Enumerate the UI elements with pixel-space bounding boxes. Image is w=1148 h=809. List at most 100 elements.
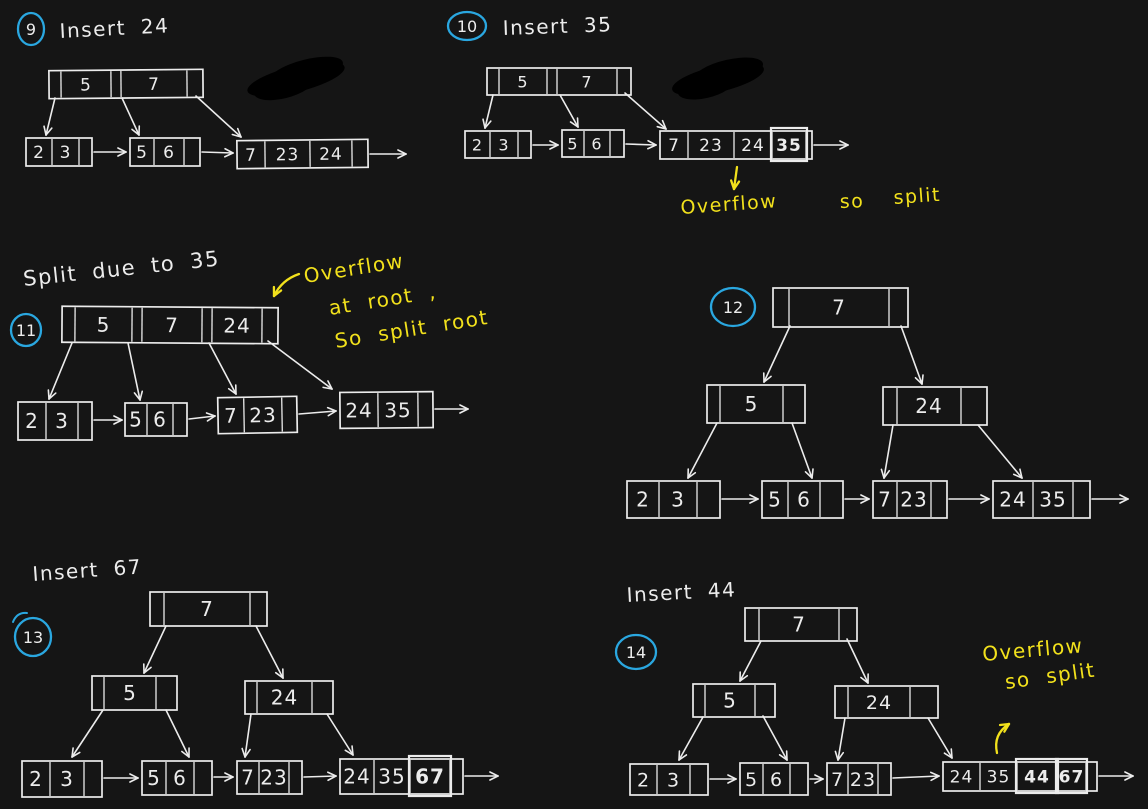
- arrow-shaft: [838, 718, 845, 760]
- step-number: 11: [16, 321, 36, 340]
- node-key: 3: [667, 769, 680, 791]
- arrow-head: [352, 746, 353, 755]
- arrow-shaft: [144, 626, 166, 673]
- pointer-arrow: [268, 341, 332, 389]
- step-panel-12: 12: [711, 288, 755, 326]
- annotation-text: so: [839, 190, 864, 213]
- node-key: 24: [319, 145, 343, 165]
- node-key: 24: [343, 765, 370, 789]
- annotation-text: Overflow: [680, 190, 778, 219]
- arrow-shaft: [202, 152, 233, 153]
- pointer-arrow: [560, 95, 578, 127]
- pointer-arrow: [94, 416, 122, 424]
- node-key: 7: [878, 488, 892, 512]
- arrow-shaft: [792, 423, 812, 478]
- node-key: 5: [97, 313, 111, 337]
- arrow-shaft: [128, 343, 140, 400]
- tree-node: 24: [245, 681, 333, 714]
- arrow-shaft: [740, 641, 761, 681]
- node-key: 7: [148, 75, 160, 95]
- pointer-arrow: [881, 425, 893, 478]
- step-number-badge: 11: [11, 314, 41, 346]
- step-title: Insert 44: [626, 577, 737, 607]
- pointer-arrow: [688, 423, 717, 478]
- node-key: 6: [770, 769, 783, 791]
- node-key: 5: [745, 392, 759, 416]
- tree-node: 5: [707, 385, 805, 423]
- step-number-badge: 14: [616, 635, 656, 669]
- node-key: 7: [165, 313, 179, 337]
- pointer-arrow: [242, 714, 251, 757]
- pointer-arrow: [189, 413, 215, 421]
- step-number-badge: 9: [18, 13, 44, 45]
- arrow-shaft: [978, 425, 1022, 478]
- annotation-text: split: [893, 184, 942, 209]
- step-title: Insert 35: [502, 12, 612, 40]
- pointer-arrow: [465, 772, 498, 780]
- node-key: 2: [29, 767, 43, 791]
- node-key: 2: [33, 143, 45, 163]
- arrow-shaft: [928, 718, 952, 758]
- arrow-head: [951, 749, 952, 758]
- arrow-head: [881, 469, 884, 478]
- redaction-scribble: [243, 51, 348, 107]
- node-key: 7: [245, 146, 257, 166]
- node-key: 24: [271, 686, 298, 710]
- node-key: 7: [831, 769, 844, 791]
- node-key: 2: [25, 409, 39, 433]
- arrow-shaft: [763, 716, 787, 760]
- arrow-shaft: [327, 714, 353, 755]
- arrow-shaft: [764, 326, 790, 382]
- pointer-arrow: [626, 141, 656, 149]
- arrow-head: [483, 119, 485, 128]
- pointer-arrow: [1092, 495, 1128, 503]
- node-key: 3: [498, 135, 509, 154]
- arrow-head: [328, 408, 336, 411]
- pointer-arrow: [72, 710, 103, 757]
- arrow-shaft: [304, 776, 336, 777]
- tree-node: 5: [693, 684, 775, 717]
- node-key: 3: [60, 143, 72, 163]
- arrow-shaft: [256, 626, 283, 678]
- pointer-arrow: [483, 95, 493, 128]
- node-key: 7: [581, 72, 592, 91]
- tree-node: 7: [745, 608, 857, 641]
- tree-node: 7: [773, 288, 908, 327]
- pointer-arrow: [144, 626, 166, 673]
- arrow-head: [44, 126, 46, 135]
- arrow-head: [812, 469, 813, 478]
- tree-node: 24: [883, 387, 987, 425]
- step-panel-10: 10 Insert 35 Overflow so split: [448, 12, 942, 219]
- node-key: 44: [1024, 768, 1050, 788]
- pointer-arrow: [847, 639, 868, 683]
- step-number-badge: 10: [448, 12, 486, 40]
- node-box: [49, 69, 203, 98]
- node-key: 5: [136, 143, 148, 163]
- arrow-shaft: [626, 144, 656, 145]
- node-key: 6: [153, 408, 167, 432]
- step-number: 10: [457, 17, 477, 36]
- arrow-head: [140, 391, 142, 400]
- pointer-arrow: [893, 772, 939, 780]
- arrow-shaft: [209, 343, 236, 394]
- node-key: 7: [200, 597, 214, 621]
- pointer-arrow: [814, 141, 848, 149]
- node-key: 35: [987, 768, 1011, 788]
- arrow-shaft: [49, 343, 72, 399]
- node-key: 24: [999, 488, 1026, 512]
- node-key: 67: [1059, 768, 1085, 788]
- arrow-shaft: [688, 423, 717, 478]
- pointer-arrow: [166, 710, 189, 757]
